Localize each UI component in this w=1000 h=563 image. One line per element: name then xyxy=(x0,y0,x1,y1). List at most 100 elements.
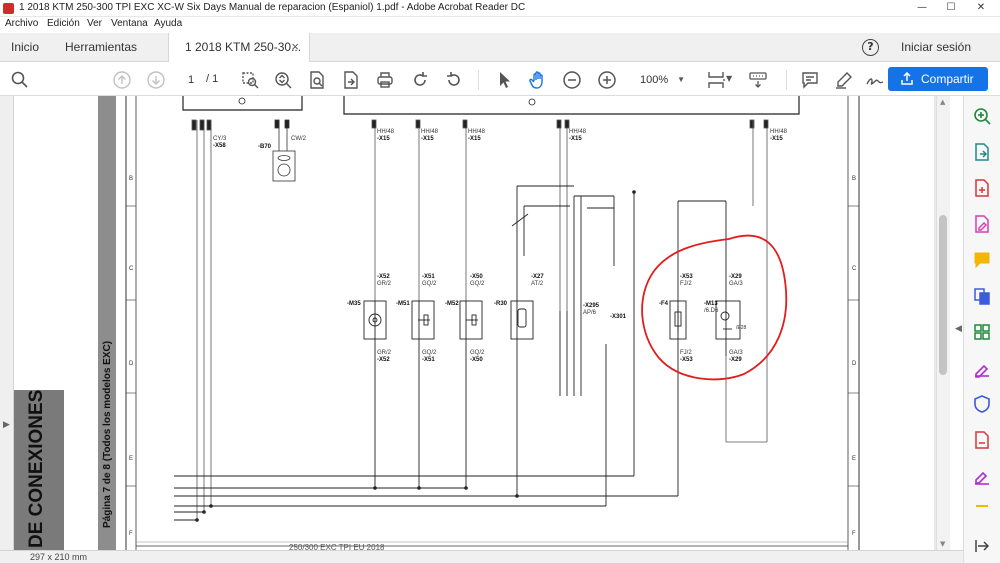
zoom-tool-icon[interactable] xyxy=(972,106,992,126)
row-label-c: C xyxy=(129,266,134,272)
rotate-clockwise-icon[interactable] xyxy=(410,70,430,90)
label-ga3-top: GA/3 xyxy=(729,281,743,287)
page-total: / 1 xyxy=(206,73,219,85)
label-x53-bottom: -X53 xyxy=(680,357,693,363)
label-m52: -M52 xyxy=(445,301,459,307)
scrollbar-thumb[interactable] xyxy=(939,215,947,375)
label-x29-bottom: -X29 xyxy=(729,357,742,363)
search-icon[interactable] xyxy=(10,70,30,90)
zoom-value: 100% xyxy=(640,74,669,86)
chevron-down-icon: ▼ xyxy=(677,75,685,84)
left-panel-toggle[interactable]: ▶ xyxy=(0,96,14,550)
menu-ventana[interactable]: Ventana xyxy=(111,18,148,29)
row-label-d: D xyxy=(129,361,134,367)
page-number-input[interactable] xyxy=(180,72,202,88)
menu-ver[interactable]: Ver xyxy=(87,18,103,29)
label-hh48-2: HH/48 xyxy=(421,129,439,135)
page-display-icon[interactable] xyxy=(706,70,726,90)
edit-pdf-tool-icon[interactable] xyxy=(972,214,992,234)
export-pdf-icon[interactable] xyxy=(341,70,361,90)
marquee-zoom-icon[interactable] xyxy=(240,70,260,90)
label-hh48-4: HH/48 xyxy=(569,129,587,135)
organize-pages-tool-icon[interactable] xyxy=(972,322,992,342)
create-pdf-tool-icon[interactable] xyxy=(972,178,992,198)
label-gr2-bottom: GR/2 xyxy=(377,350,392,356)
print-icon[interactable] xyxy=(375,70,395,90)
row-label-b-right: B xyxy=(852,176,857,182)
zoom-page-icon[interactable] xyxy=(273,70,293,90)
menu-edicion[interactable]: Edición xyxy=(47,18,80,29)
maximize-button[interactable]: ☐ xyxy=(946,2,956,13)
label-x15-3: -X15 xyxy=(468,136,481,142)
zoom-in-icon[interactable] xyxy=(597,70,617,90)
find-document-icon[interactable] xyxy=(307,70,327,90)
label-at2: AT/2 xyxy=(531,281,544,287)
help-icon[interactable]: ? xyxy=(862,39,879,56)
label-x29-top: -X29 xyxy=(729,274,742,280)
send-for-signature-tool-icon[interactable] xyxy=(972,466,992,486)
label-hh48-1: HH/48 xyxy=(377,129,395,135)
hand-tool-icon[interactable] xyxy=(528,70,548,90)
page-footer-text: 250/300 EXC TPI EU 2018 xyxy=(289,543,385,552)
label-x15-2: -X15 xyxy=(421,136,434,142)
label-x301: -X301 xyxy=(610,314,627,320)
tab-home[interactable]: Inicio xyxy=(11,40,40,54)
more-tools-icon[interactable] xyxy=(972,500,992,520)
fill-sign-tool-icon[interactable] xyxy=(972,358,992,378)
comment-tool-icon[interactable] xyxy=(972,250,992,270)
sign-icon[interactable] xyxy=(865,70,885,90)
collapse-right-icon[interactable]: ◀ xyxy=(955,324,962,334)
tab-tools[interactable]: Herramientas xyxy=(65,40,138,54)
zoom-out-icon[interactable] xyxy=(562,70,582,90)
label-x51-top: -X51 xyxy=(422,274,435,280)
comment-icon[interactable] xyxy=(800,70,820,90)
tab-document[interactable]: 1 2018 KTM 250-30... × xyxy=(168,33,310,62)
toolbar: / 1 100% ▼ ▼ xyxy=(0,62,1000,96)
toolbar-divider xyxy=(786,70,787,90)
tab-close-icon[interactable]: × xyxy=(291,39,299,54)
tab-bar: Inicio Herramientas 1 2018 KTM 250-30...… xyxy=(0,33,1000,62)
menu-archivo[interactable]: Archivo xyxy=(5,18,39,29)
combine-files-tool-icon[interactable] xyxy=(972,286,992,306)
next-page-icon[interactable] xyxy=(146,70,166,90)
minimize-button[interactable]: — xyxy=(917,2,927,13)
scroll-up-icon[interactable]: ▲ xyxy=(940,98,946,106)
row-label-f: F xyxy=(129,531,133,537)
label-gq2-top-2: GQ/2 xyxy=(470,281,485,287)
keyboard-scroll-icon[interactable] xyxy=(748,70,768,90)
select-cursor-icon[interactable] xyxy=(494,70,514,90)
pdf-file-tool-icon[interactable] xyxy=(972,430,992,450)
page-size-readout: 297 x 210 mm xyxy=(30,552,88,562)
prev-page-icon[interactable] xyxy=(112,70,132,90)
scroll-down-icon[interactable]: ▼ xyxy=(940,540,946,548)
page-info-vertical: Página 7 de 8 (Todos los modelos EXC) xyxy=(102,340,113,528)
menu-ayuda[interactable]: Ayuda xyxy=(154,18,183,29)
row-label-b: B xyxy=(129,176,134,182)
page-display-chevron-icon[interactable]: ▼ xyxy=(726,74,733,83)
label-m13: -M13 xyxy=(704,301,718,307)
highlight-pen-icon[interactable] xyxy=(834,70,854,90)
label-fj2-top: FJ/2 xyxy=(680,281,692,287)
collapse-panel-icon[interactable] xyxy=(972,536,992,556)
label-gr2-top: GR/2 xyxy=(377,281,392,287)
export-pdf-tool-icon[interactable] xyxy=(972,142,992,162)
share-button-label: Compartir xyxy=(921,72,974,86)
label-x27: -X27 xyxy=(531,274,544,280)
title-bar: 1 2018 KTM 250-300 TPI EXC XC-W Six Days… xyxy=(0,0,1000,17)
zoom-select[interactable]: 100% ▼ xyxy=(632,71,688,89)
signin-link[interactable]: Iniciar sesión xyxy=(901,40,972,54)
label-x52-top: -X52 xyxy=(377,274,390,280)
protect-tool-icon[interactable] xyxy=(972,394,992,414)
label-x53-top: -X53 xyxy=(680,274,693,280)
menu-bar: Archivo Edición Ver Ventana Ayuda xyxy=(0,17,1000,33)
rotate-counterclockwise-icon[interactable] xyxy=(444,70,464,90)
status-bar: 297 x 210 mm xyxy=(0,550,963,563)
wiring-diagram xyxy=(14,96,860,550)
share-button[interactable]: Compartir xyxy=(888,67,988,91)
label-x51-bottom: -X51 xyxy=(422,357,435,363)
label-gq2-bottom-2: GQ/2 xyxy=(470,350,485,356)
label-x15-1: -X15 xyxy=(377,136,390,142)
row-label-c-right: C xyxy=(852,266,857,272)
close-window-button[interactable]: ✕ xyxy=(976,2,986,13)
pdf-page[interactable]: CY/3 -X58 CW/2 -B70 HH/48 -X15 HH/48 -X1… xyxy=(14,96,934,552)
